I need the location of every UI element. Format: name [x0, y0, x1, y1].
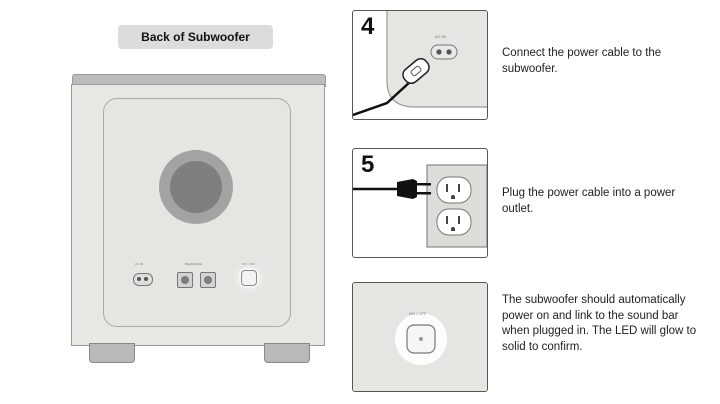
step-4-panel: 4 AC IN [352, 10, 488, 120]
subwoofer-top [72, 74, 326, 87]
pair-port-label: REARANGE [185, 262, 202, 266]
step-4-inset-label: AC IN [435, 34, 446, 39]
power-port-label: AC IN [135, 262, 144, 266]
step-6-inset-label: ON / OFF [409, 311, 427, 316]
subwoofer-foot-right [264, 343, 310, 363]
wall-outlet-illustration [353, 164, 487, 248]
subwoofer-foot-left [89, 343, 135, 363]
onoff-label: ON / OFF [242, 262, 255, 266]
power-cable-connect-illustration [353, 11, 487, 117]
back-of-subwoofer-label: Back of Subwoofer [118, 25, 273, 49]
step-4-text: Connect the power cable to the subwoofer… [502, 47, 662, 75]
rear-jack-right [200, 272, 216, 288]
power-button [241, 270, 257, 286]
step-6-text: The subwoofer should automatically power… [502, 294, 697, 353]
step-4-number: 4 [361, 13, 375, 40]
step-5-number: 5 [361, 151, 375, 178]
step-5-panel: 5 [352, 148, 488, 258]
power-inlet [133, 273, 153, 286]
rear-jack-left [177, 272, 193, 288]
power-led-illustration [353, 283, 487, 391]
step-6-panel: 6 ON / OFF [352, 282, 488, 392]
bass-port [170, 161, 222, 213]
step-5-text: Plug the power cable into a power outlet… [502, 187, 676, 215]
